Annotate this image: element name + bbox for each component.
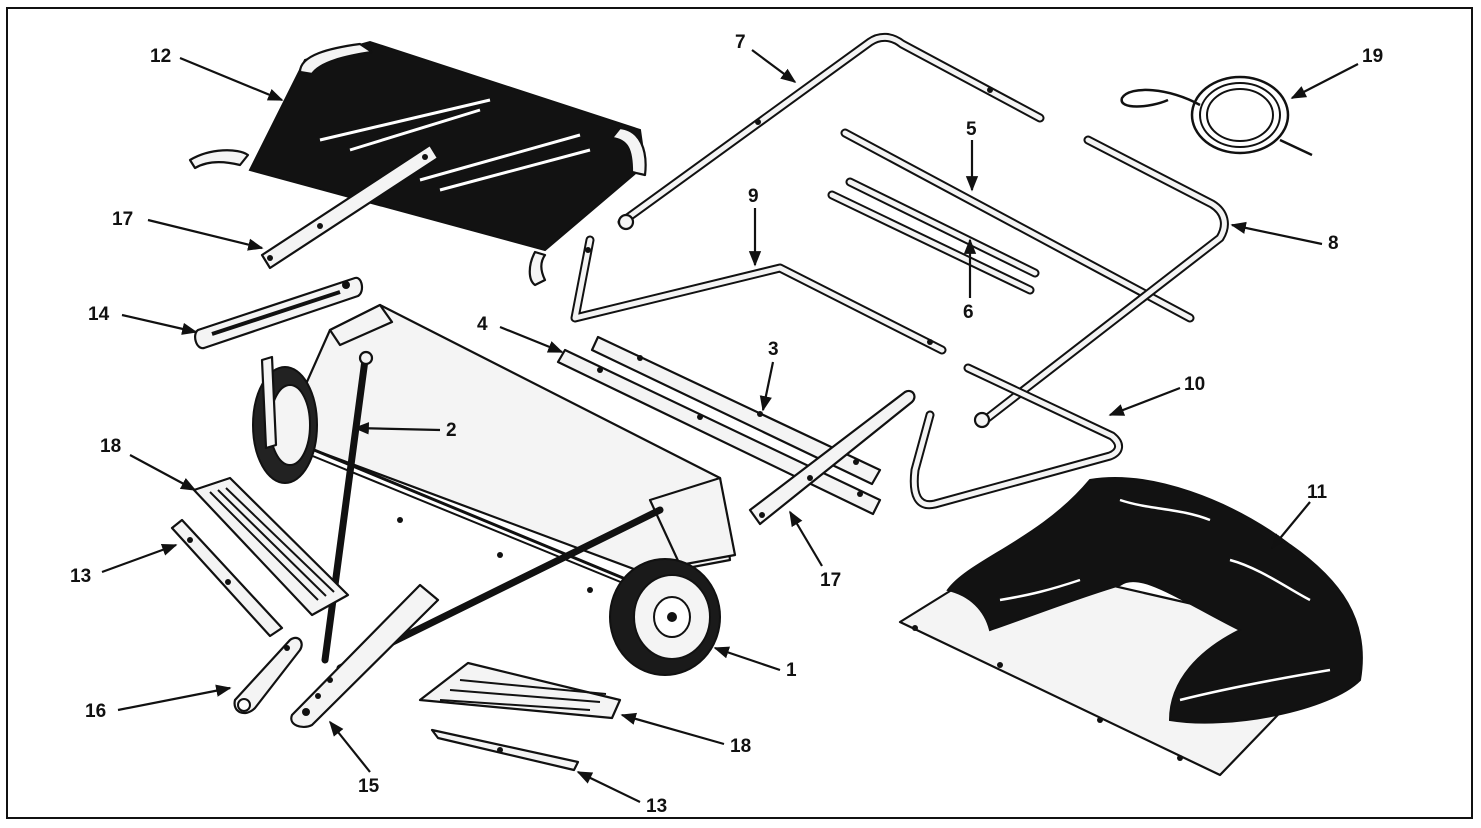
part-13-upper-strap	[170, 518, 284, 638]
callout-17-lower: 17	[820, 570, 841, 591]
part-15-tow-arm	[290, 583, 440, 729]
part-8-right-handle	[973, 135, 1229, 429]
callout-19: 19	[1362, 46, 1383, 67]
part-6-rods	[827, 177, 1040, 295]
callout-16: 16	[85, 701, 106, 722]
callout-4: 4	[477, 314, 488, 335]
diagram-frame	[6, 7, 1473, 819]
callout-2: 2	[446, 420, 457, 441]
part-1-left-wheel	[252, 355, 318, 484]
callout-14: 14	[88, 304, 110, 325]
callout-18-upper: 18	[100, 436, 121, 457]
part-5-rod	[840, 128, 1195, 323]
part-10-lower-handle	[909, 363, 1123, 510]
part-16-hitch	[233, 636, 303, 715]
callout-6: 6	[963, 302, 974, 323]
part-2-brace-rod	[321, 350, 374, 664]
part-19-cord-coil	[1120, 75, 1313, 157]
callout-1: 1	[786, 660, 797, 681]
callout-13-lower: 13	[646, 796, 667, 817]
callout-7: 7	[735, 32, 746, 53]
part-18-upper-plate	[192, 476, 350, 617]
callouts: 12 7 19 5 9 17 8 6 14 4 3 10 2 18 11 13	[70, 32, 1383, 817]
part-9-middle-handle	[570, 235, 947, 355]
part-17-upper-strap	[260, 143, 440, 270]
callout-9: 9	[748, 186, 759, 207]
callout-13-upper: 13	[70, 566, 91, 587]
part-13-lower-strap	[430, 728, 580, 772]
callout-3: 3	[768, 339, 779, 360]
part-14-slotted-strap	[194, 276, 364, 350]
part-1-wheel	[609, 558, 721, 676]
callout-17-upper: 17	[112, 209, 133, 230]
callout-15: 15	[358, 776, 380, 797]
part-12-hopper	[188, 40, 647, 287]
callout-18-lower: 18	[730, 736, 751, 757]
part-11-catch-bag	[898, 477, 1363, 777]
part-18-lower-plate	[418, 661, 622, 720]
callout-8: 8	[1328, 233, 1339, 254]
callout-12: 12	[150, 46, 171, 67]
part-17-lower-strap	[748, 389, 916, 526]
callout-11: 11	[1307, 482, 1328, 503]
callout-5: 5	[966, 119, 977, 140]
part-7-upper-handle	[617, 32, 1045, 231]
part-3-bar	[590, 335, 882, 486]
callout-10: 10	[1184, 374, 1205, 395]
